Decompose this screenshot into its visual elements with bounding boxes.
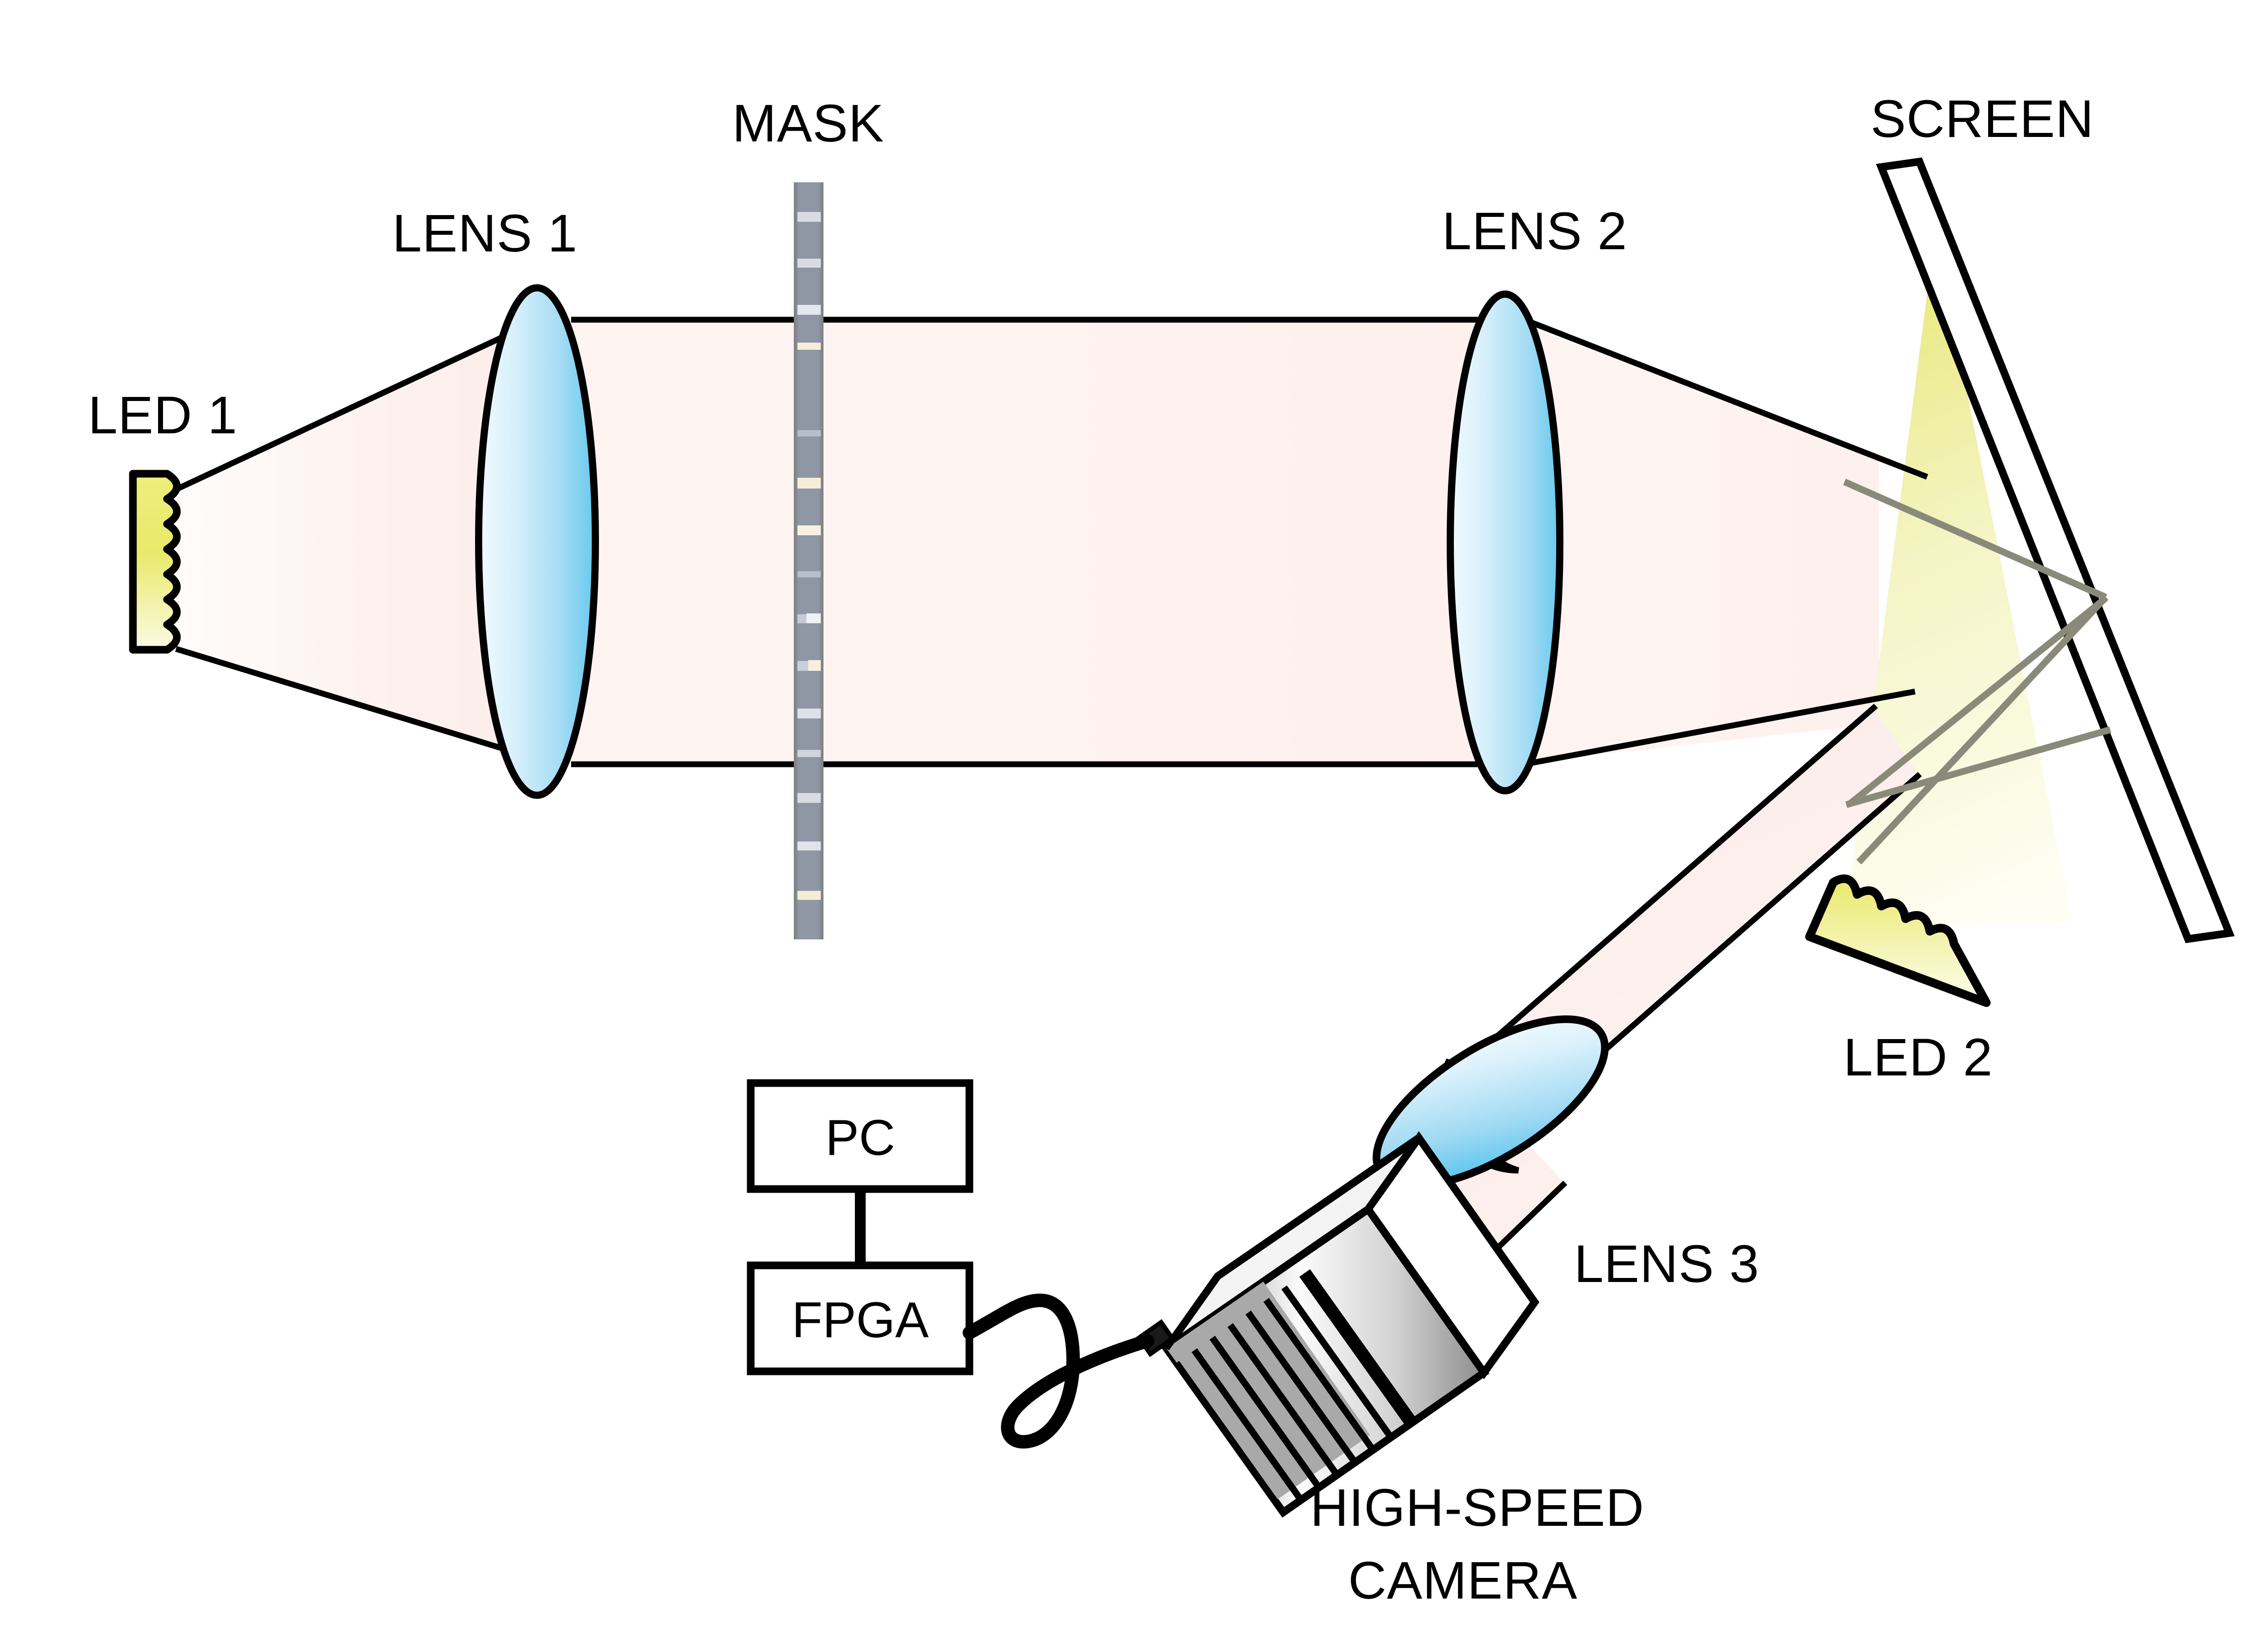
fpga-box-rect[interactable] — [747, 1261, 973, 1375]
camera — [1136, 1131, 1540, 1518]
mask — [794, 182, 823, 939]
led1-body — [129, 470, 181, 654]
fpga-box[interactable]: FPGA — [747, 1261, 973, 1375]
beam-lens2-to-screen — [1509, 320, 1879, 764]
pc-box[interactable]: PC — [747, 1079, 973, 1193]
screen-label: SCREEN — [1871, 89, 2094, 149]
camera-end-cap — [1164, 1274, 1220, 1351]
lens1 — [475, 284, 599, 799]
lens1-face — [475, 284, 599, 799]
camera-label-line1: HIGH-SPEED — [1310, 1478, 1644, 1537]
pc-label: PC — [825, 1110, 895, 1166]
beam-collimated-lens1-lens2 — [552, 320, 1509, 764]
lens1-label: LENS 1 — [392, 204, 578, 263]
camera-label-line2: CAMERA — [1348, 1551, 1578, 1610]
lens2-label: LENS 2 — [1442, 202, 1628, 261]
lens2 — [1447, 291, 1563, 794]
mask-bar — [794, 182, 823, 939]
led1-label: LED 1 — [88, 386, 238, 445]
screen-rays — [1843, 479, 2112, 865]
screen — [1876, 157, 2235, 943]
pc-box-rect[interactable] — [747, 1079, 973, 1193]
led2-body — [1805, 874, 1991, 1007]
lens3-label: LENS 3 — [1574, 1234, 1760, 1294]
fpga-camera-cable — [963, 1293, 1154, 1449]
beam-led1-to-lens1 — [176, 314, 552, 763]
led2-label: LED 2 — [1844, 1028, 1993, 1087]
mask-slits — [797, 212, 821, 900]
mask-label: MASK — [732, 94, 884, 153]
led2 — [1805, 874, 1991, 1007]
led1 — [129, 470, 181, 654]
fpga-label: FPGA — [792, 1292, 929, 1348]
screen-panel — [1876, 157, 2235, 943]
lens2-face — [1447, 291, 1563, 794]
